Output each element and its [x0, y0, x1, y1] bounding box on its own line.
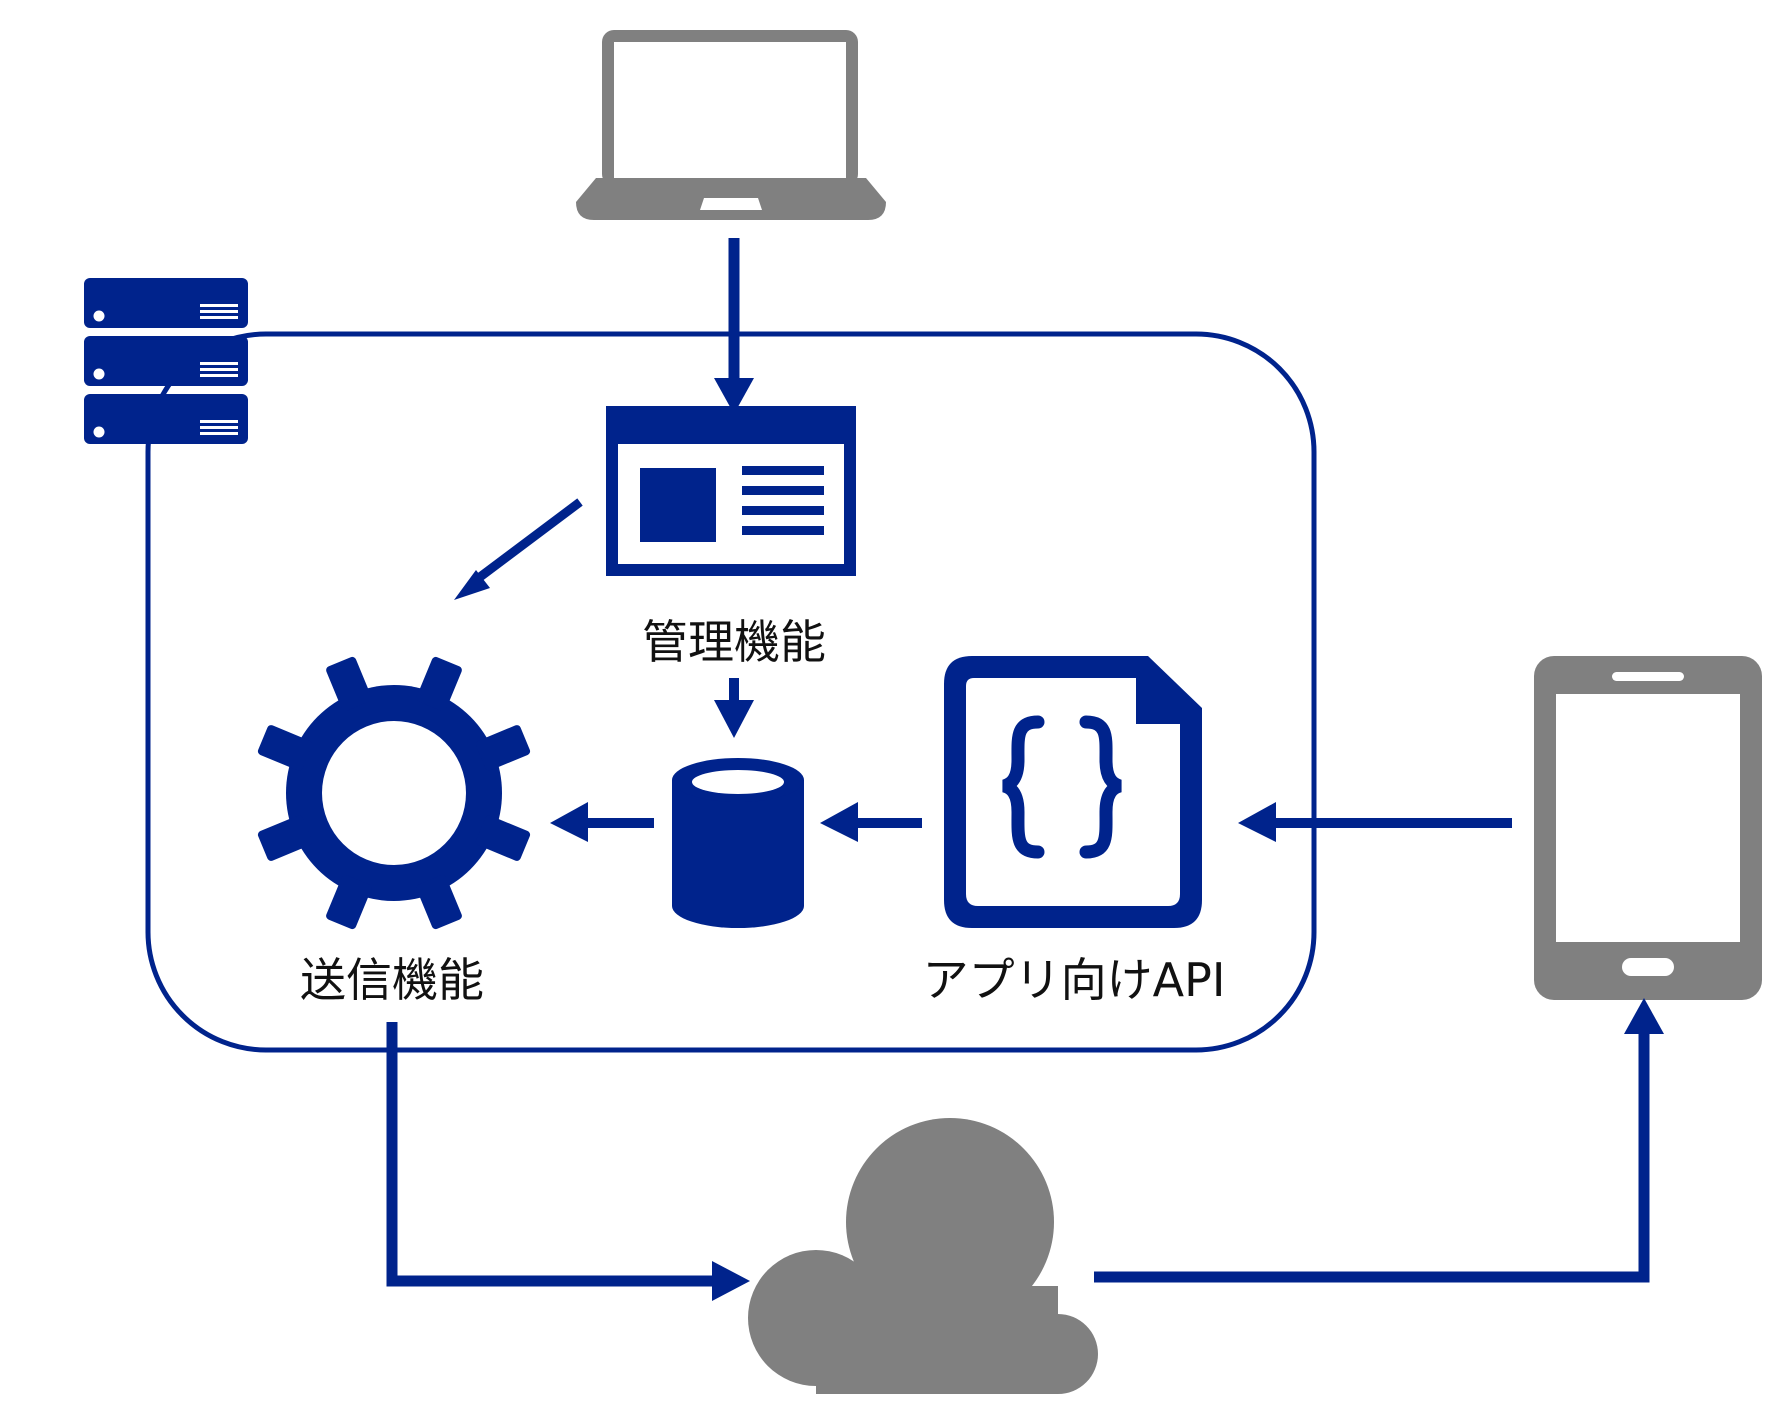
arrow-api-to-database: [846, 818, 922, 828]
label-sender: 送信機能: [300, 953, 484, 1007]
laptop-icon: [576, 30, 886, 220]
label-admin: 管理機能: [642, 615, 826, 669]
arrow-database-to-sender: [576, 818, 654, 828]
arrow-phone-to-api: [1268, 818, 1512, 828]
arrow-cloud-to-phone: [1094, 1030, 1650, 1283]
admin-panel-icon: [606, 406, 856, 576]
arrow-admin-to-database: [729, 678, 739, 704]
server-rack-icon: [84, 278, 248, 444]
label-app-api: アプリ向けAPI: [923, 953, 1226, 1007]
arrow-sender-to-cloud: [386, 1022, 718, 1287]
cloud-icon: [748, 1118, 1098, 1394]
json-file-icon: [944, 656, 1202, 928]
arrow-admin-to-sender: [473, 498, 583, 584]
smartphone-icon: [1534, 656, 1762, 1000]
connectors: [386, 238, 1664, 1301]
database-icon: [672, 758, 804, 928]
gear-icon: [257, 656, 531, 930]
